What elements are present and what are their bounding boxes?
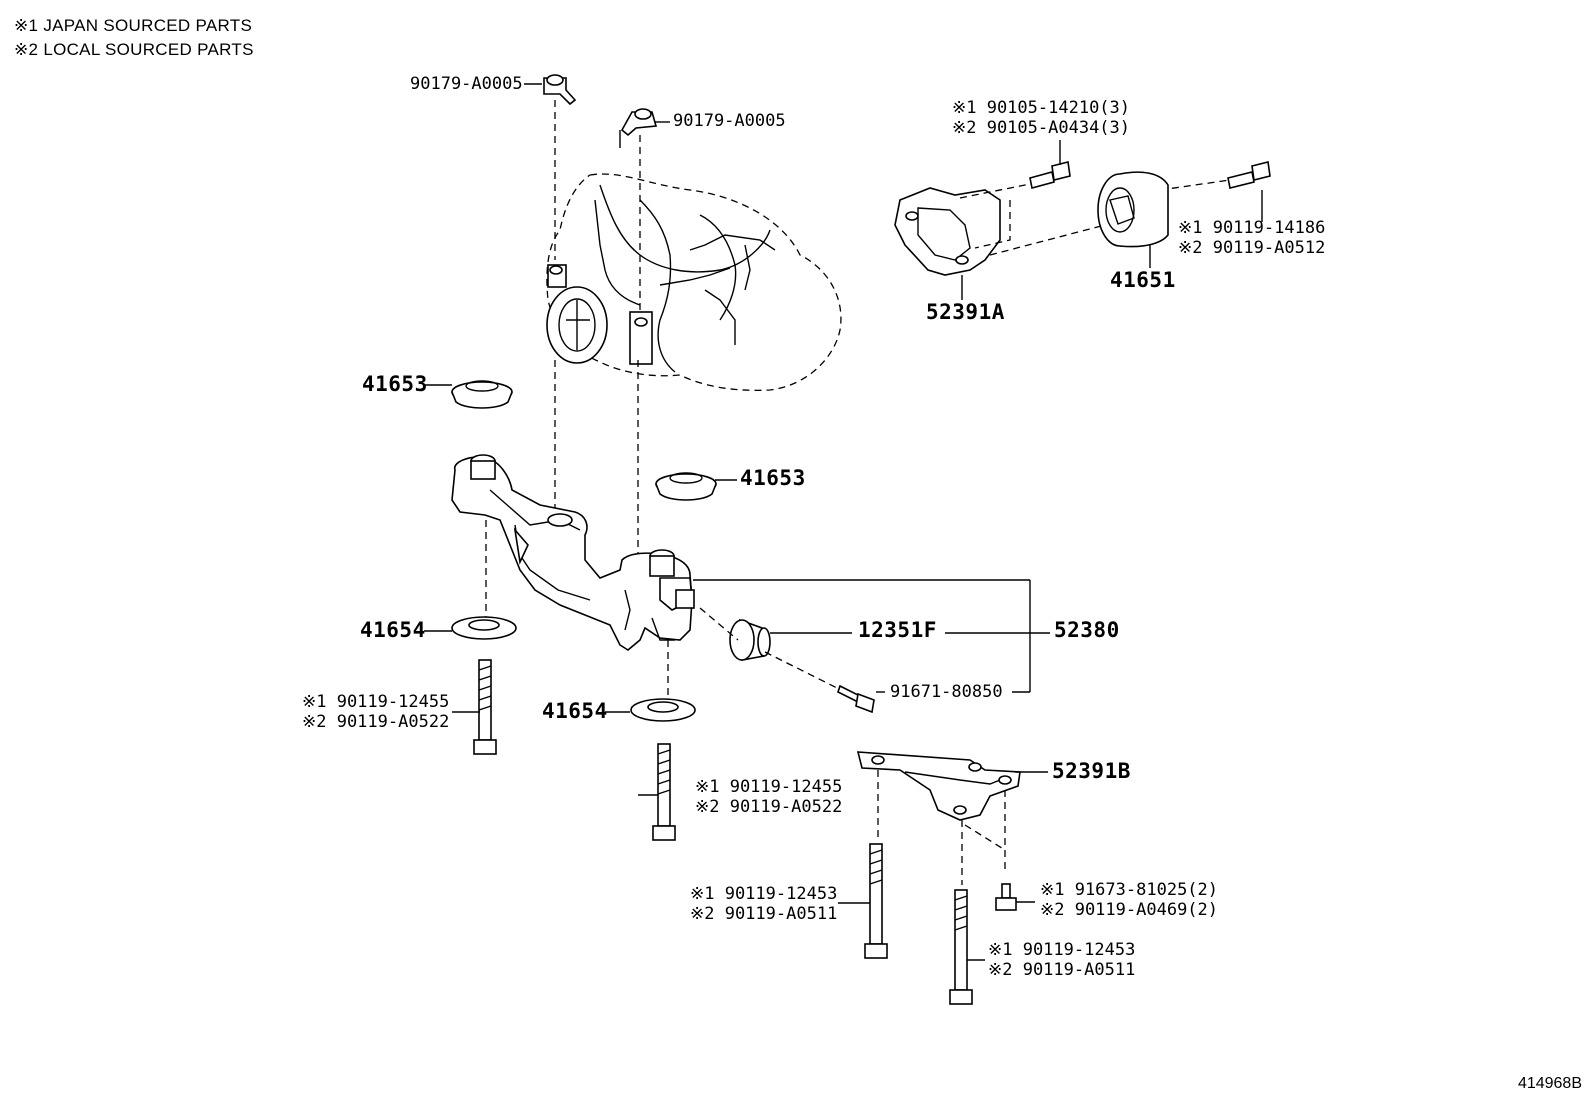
- label-12351F: 12351F: [858, 618, 937, 642]
- label-bolt-left-2: ※2 90119-A0522: [302, 712, 450, 732]
- label-bolt-b-right-2: ※2 90119-A0469(2): [1040, 900, 1219, 920]
- legend-local: ※2 LOCAL SOURCED PARTS: [14, 40, 254, 59]
- bolt-91671: [837, 684, 875, 714]
- label-bolt-b-bottom-1: ※1 90119-12453: [988, 940, 1136, 960]
- leader-lines: [424, 83, 1263, 961]
- clip-left: [543, 74, 577, 106]
- bushing-12351F: [729, 618, 771, 661]
- label-41654-right: 41654: [542, 699, 608, 723]
- bolt-90119-right: [1227, 161, 1271, 189]
- label-41654-left: 41654: [360, 618, 426, 642]
- bolt-long-b-bottom: [949, 889, 973, 1005]
- label-bolt-b-right-1: ※1 91673-81025(2): [1040, 880, 1219, 900]
- label-bolt-right-2: ※2 90119-A0512: [1178, 238, 1326, 258]
- washer-41654-right: [630, 698, 696, 722]
- bolt-small-91673: [995, 883, 1017, 911]
- bolt-long-mid: [652, 743, 676, 841]
- label-bolt-left-1: ※1 90119-12455: [302, 692, 450, 712]
- label-41653-upper: 41653: [362, 372, 428, 396]
- label-52391B: 52391B: [1052, 759, 1131, 783]
- clip-right: [620, 108, 658, 137]
- washer-41654-left: [451, 616, 517, 640]
- label-bolt-mid-1: ※1 90119-12455: [695, 777, 843, 797]
- transmission-outline: [546, 173, 842, 391]
- insulator-41651: [1097, 171, 1169, 248]
- bracket-52391B: [856, 751, 1021, 821]
- label-bolt-top-1: ※1 90105-14210(3): [952, 98, 1131, 118]
- label-41653-lower: 41653: [740, 466, 806, 490]
- label-bolt-b-left-2: ※2 90119-A0511: [690, 904, 838, 924]
- label-41651: 41651: [1110, 268, 1176, 292]
- label-bolt-b-left-1: ※1 90119-12453: [690, 884, 838, 904]
- label-clip-right: 90179-A0005: [673, 111, 786, 131]
- bolt-long-left: [473, 659, 497, 755]
- mount-bracket-52380: [451, 454, 695, 651]
- stopper-41653-upper: [451, 380, 513, 409]
- label-bolt-b-bottom-2: ※2 90119-A0511: [988, 960, 1136, 980]
- bracket-52391A: [894, 187, 1001, 276]
- legend-japan: ※1 JAPAN SOURCED PARTS: [14, 16, 253, 35]
- label-91671: 91671-80850: [890, 682, 1003, 702]
- label-bolt-mid-2: ※2 90119-A0522: [695, 797, 843, 817]
- label-bolt-right-1: ※1 90119-14186: [1178, 218, 1326, 238]
- bolt-long-b-left: [864, 843, 888, 959]
- diagram-code: 414968B: [1517, 1075, 1582, 1092]
- stopper-41653-lower: [655, 472, 717, 501]
- label-52380: 52380: [1054, 618, 1120, 642]
- label-52391A: 52391A: [926, 300, 1005, 324]
- bolt-90105: [1029, 161, 1071, 189]
- label-clip-left: 90179-A0005: [410, 74, 523, 94]
- label-bolt-top-2: ※2 90105-A0434(3): [952, 118, 1131, 138]
